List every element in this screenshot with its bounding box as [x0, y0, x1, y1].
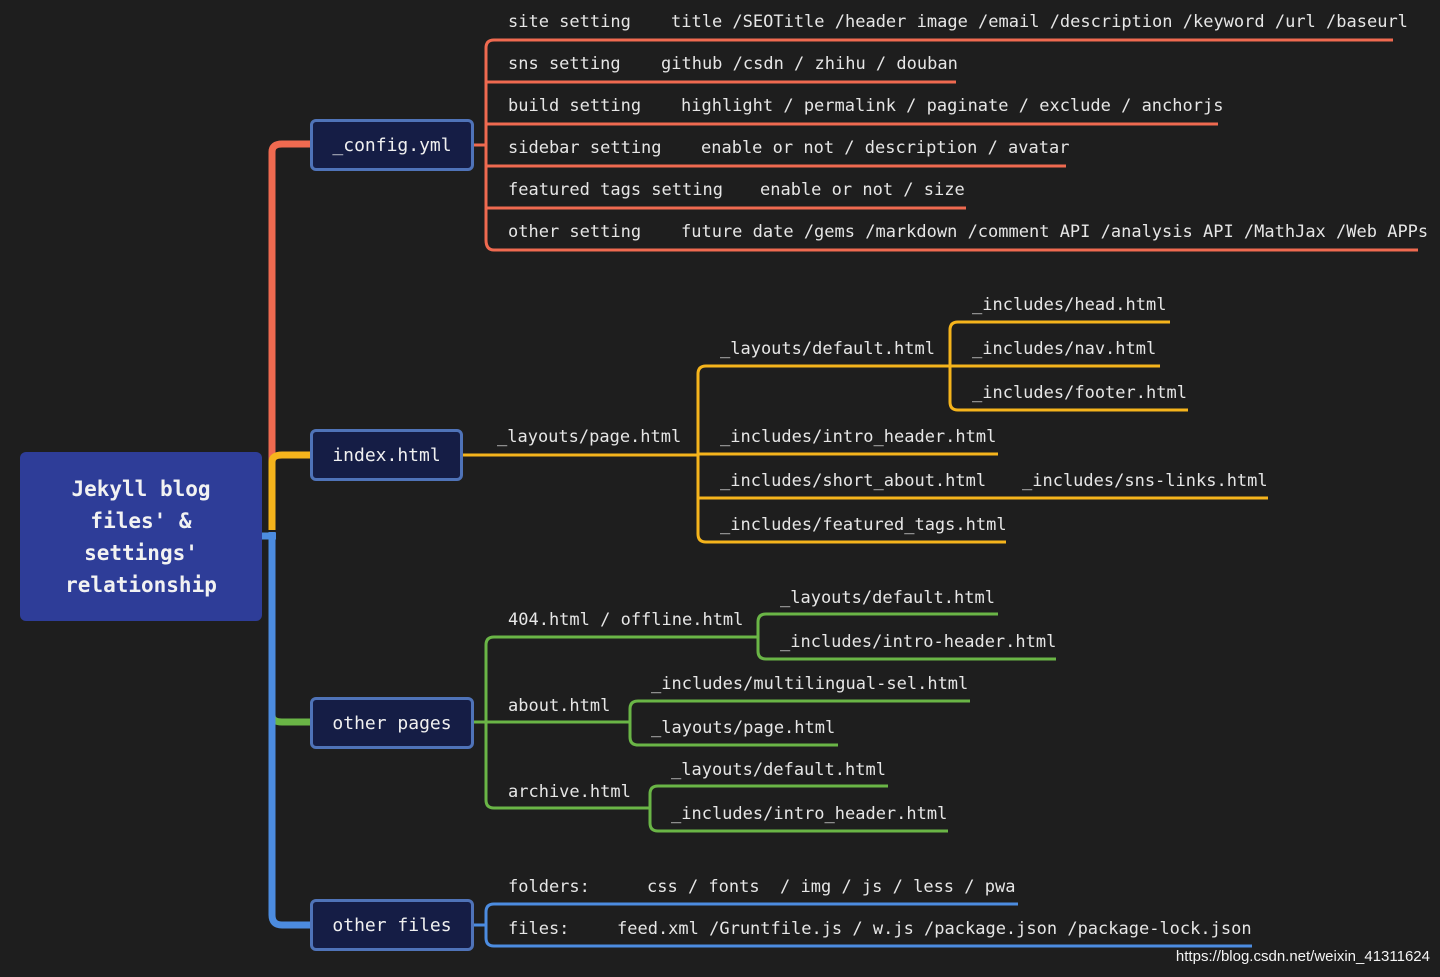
config-item-value: github /csdn / zhihu / douban — [661, 54, 958, 74]
index-featured-tags: _includes/featured_tags.html — [720, 515, 1007, 535]
index-include-footer: _includes/footer.html — [972, 383, 1187, 403]
config-item-name: other setting — [508, 222, 642, 242]
config-item-name: sns setting — [508, 54, 621, 74]
watermark-url: https://blog.csdn.net/weixin_41311624 — [1175, 948, 1430, 965]
page-archive: archive.html — [508, 782, 631, 802]
index-default-layout: _layouts/default.html — [720, 339, 935, 359]
files-node: other files — [310, 899, 474, 951]
config-item-value: title /SEOTitle /header image /email /de… — [671, 12, 1408, 32]
index-include-head: _includes/head.html — [972, 295, 1167, 315]
page-404: 404.html / offline.html — [508, 610, 744, 630]
config-item-value: enable or not / size — [760, 180, 965, 200]
config-item-value: highlight / permalink / paginate / exclu… — [681, 96, 1224, 116]
trunk-files — [268, 532, 310, 929]
config-branches — [474, 38, 1418, 252]
page-about: about.html — [508, 696, 611, 716]
config-node: _config.yml — [310, 119, 474, 171]
files-files-value: feed.xml /Gruntfile.js / w.js /package.j… — [617, 919, 1252, 939]
trunk-config — [268, 140, 310, 530]
files-files-label: files: — [508, 919, 570, 939]
config-item-value: enable or not / description / avatar — [701, 138, 1070, 158]
page-about-child: _layouts/page.html — [651, 718, 836, 738]
config-item-name: site setting — [508, 12, 631, 32]
config-item-name: featured tags setting — [508, 180, 723, 200]
index-page-layout: _layouts/page.html — [497, 427, 682, 447]
files-folders-label: folders: — [508, 877, 590, 897]
config-item-name: build setting — [508, 96, 642, 116]
index-intro-header: _includes/intro_header.html — [720, 427, 997, 447]
files-folders-value: css / fonts / img / js / less / pwa — [647, 877, 1016, 897]
trunk-pages — [268, 532, 310, 726]
index-include-nav: _includes/nav.html — [972, 339, 1157, 359]
pages-branches — [474, 612, 1056, 833]
root-title: Jekyll blog files' & settings' relations… — [65, 476, 217, 597]
index-short-about: _includes/short_about.html — [720, 471, 987, 491]
page-archive-child: _includes/intro_header.html — [671, 804, 948, 824]
page-archive-child: _layouts/default.html — [671, 760, 886, 780]
config-item-value: future date /gems /markdown /comment API… — [681, 222, 1429, 242]
config-item-name: sidebar setting — [508, 138, 662, 158]
page-about-child: _includes/multilingual-sel.html — [651, 674, 969, 694]
index-node: index.html — [310, 429, 463, 481]
index-sns-links: _includes/sns-links.html — [1022, 471, 1268, 491]
trunk-index — [268, 451, 310, 530]
pages-node: other pages — [310, 697, 474, 749]
page-404-child: _includes/intro-header.html — [780, 632, 1057, 652]
root-node: Jekyll blog files' & settings' relations… — [20, 452, 262, 621]
index-branches — [463, 320, 1268, 544]
page-404-child: _layouts/default.html — [780, 588, 995, 608]
files-branches — [474, 902, 1252, 948]
